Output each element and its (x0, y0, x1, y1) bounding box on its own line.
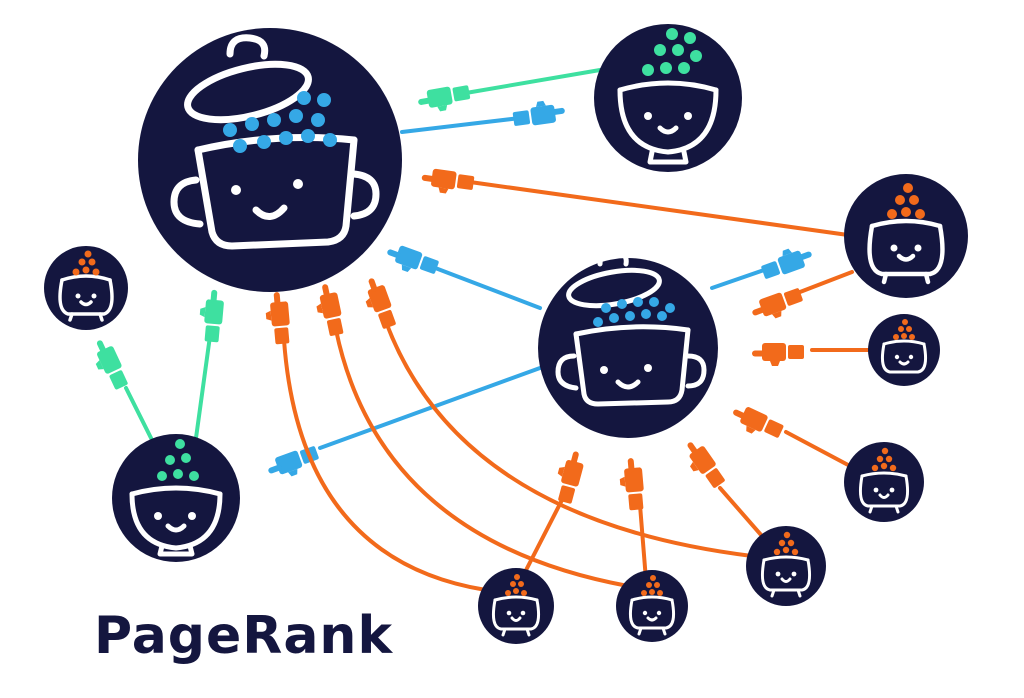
bowl-icon (617, 28, 719, 165)
node-green-bowl-left (112, 434, 240, 562)
link-mid-pot-to-big-pot (383, 241, 542, 310)
link-cauldron-bottom-left-to-big-pot (264, 291, 488, 592)
node-cauldron-right-mid (868, 314, 940, 386)
cauldron-icon (867, 183, 945, 285)
node-green-bowl-top (594, 24, 742, 172)
cauldron-icon (881, 319, 927, 374)
link-cauldron-bottom-left-to-mid-pot (520, 448, 587, 580)
node-cauldron-bottom-left (478, 568, 554, 644)
link-mid-pot-to-cauldron-right-top (710, 241, 816, 290)
node-cauldron-bottom-right (746, 526, 826, 606)
link-cauldron-right-mid-to-mid-pot (752, 343, 872, 366)
cauldron-icon (761, 531, 811, 598)
cauldron-icon (58, 250, 114, 322)
cauldron-icon (629, 575, 675, 636)
link-cauldron-bottom-mid-to-big-pot (312, 282, 630, 588)
node-cauldron-far-left (44, 246, 128, 330)
link-cauldron-bottom-mid-to-mid-pot (618, 457, 648, 582)
cauldron-icon (492, 574, 540, 637)
node-cauldron-bottom-mid (616, 570, 688, 642)
bowl-icon (129, 439, 223, 557)
link-cauldron-bottom-right-to-big-pot (358, 274, 754, 558)
link-cauldron-right-top-to-mid-pot (748, 270, 854, 326)
node-cauldron-right-top (844, 174, 968, 298)
link-mid-pot-to-green-bowl-left (264, 366, 542, 484)
link-green-bowl-left-to-big-pot-2 (194, 288, 225, 440)
node-cauldron-right-low (844, 442, 924, 522)
caption-title: PageRank (94, 606, 394, 666)
cooking-pot-icon (555, 249, 707, 407)
link-green-bowl-top-to-big-pot (416, 68, 602, 115)
cooking-pot-icon (170, 34, 380, 250)
link-green-bowl-left-to-big-pot-1 (87, 336, 154, 442)
link-cauldron-right-top-to-big-pot (420, 167, 850, 237)
node-big-pot (138, 28, 402, 292)
link-big-pot-to-green-bowl-top (400, 98, 567, 134)
cauldron-icon (859, 447, 909, 514)
link-cauldron-bottom-right-to-mid-pot (678, 436, 764, 538)
link-cauldron-right-low-to-mid-pot (728, 401, 852, 468)
node-mid-pot (538, 249, 718, 438)
